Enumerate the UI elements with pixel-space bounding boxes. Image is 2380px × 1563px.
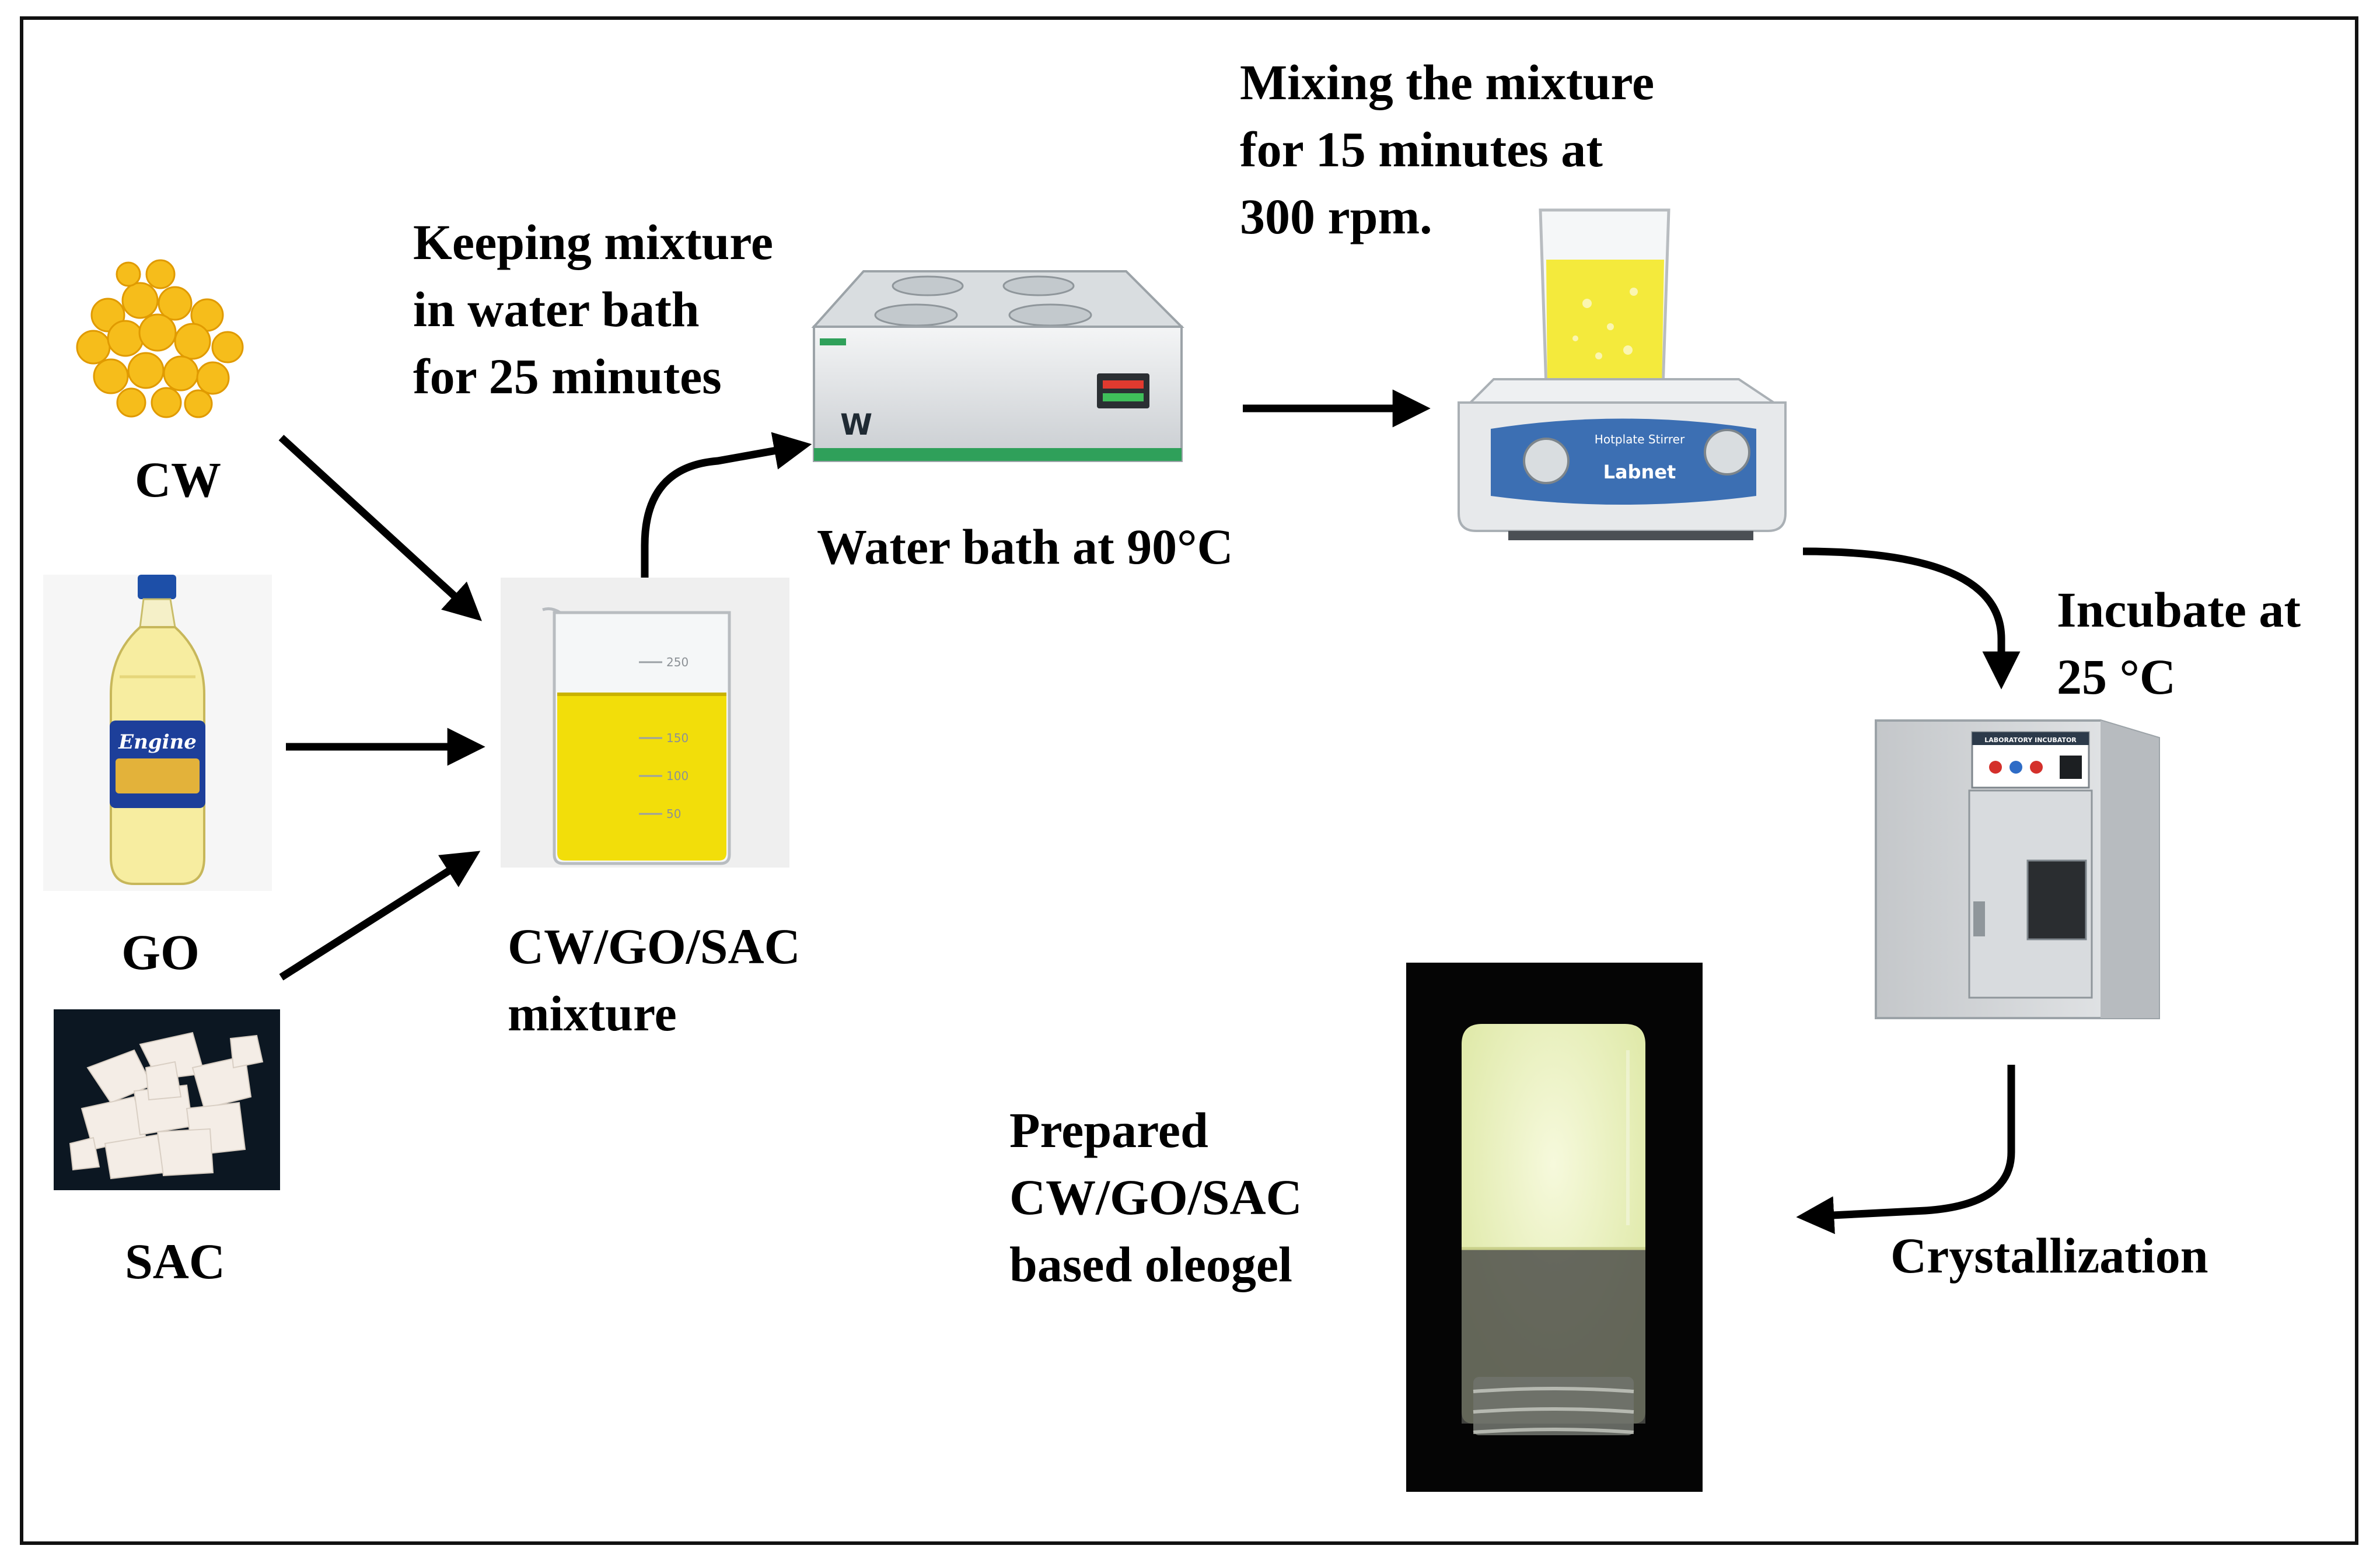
oleogel-vial-image bbox=[1406, 963, 1703, 1492]
arrow-mixture-to-water-bath bbox=[641, 432, 812, 578]
mixture-label: CW/GO/SAC mixture bbox=[508, 918, 801, 1041]
incubate-step-label: Incubate at 25 °C bbox=[2057, 582, 2301, 705]
water-bath-logo: W bbox=[840, 408, 872, 442]
go-label: GO bbox=[121, 924, 200, 980]
sac-flakes-image bbox=[54, 1009, 280, 1190]
bottle-brand: Engine bbox=[118, 730, 197, 754]
stirring-step-label: Mixing the mixture for 15 minutes at 300… bbox=[1240, 54, 1655, 244]
cw-pellets-image bbox=[64, 259, 257, 418]
hotplate-stirrer-image: Hotplate Stirrer Labnet bbox=[1458, 208, 1787, 540]
incubator-panel-label: LABORATORY INCUBATOR bbox=[1984, 736, 2077, 744]
water-bath-label: Water bath at 90°C bbox=[817, 519, 1233, 575]
crystallization-label: Crystallization bbox=[1890, 1228, 2208, 1284]
beaker-mark-250: 250 bbox=[666, 655, 689, 669]
cw-label: CW bbox=[134, 452, 222, 508]
arrow-sac-to-mixture bbox=[279, 851, 481, 981]
oleogel-product-label: Prepared CW/GO/SAC based oleogel bbox=[1009, 1102, 1302, 1292]
diagram-border bbox=[20, 16, 2358, 1545]
beaker-mark-50: 50 bbox=[666, 807, 681, 821]
stirrer-model: Hotplate Stirrer bbox=[1595, 432, 1685, 446]
beaker-mark-100: 100 bbox=[666, 769, 689, 783]
mixture-beaker-image: 250 150 100 50 bbox=[501, 578, 789, 868]
arrow-cw-to-mixture bbox=[278, 435, 482, 621]
arrow-stirrer-to-incubator bbox=[1802, 547, 2021, 690]
go-oil-bottle-image: Engine bbox=[43, 575, 272, 891]
incubator-image: LABORATORY INCUBATOR bbox=[1875, 719, 2160, 1019]
beaker-mark-150: 150 bbox=[666, 731, 689, 745]
water-bath-image: W bbox=[811, 270, 1184, 462]
water-bath-step-label: Keeping mixture in water bath for 25 min… bbox=[413, 214, 774, 404]
stirrer-brand: Labnet bbox=[1603, 461, 1676, 483]
sac-label: SAC bbox=[124, 1233, 226, 1289]
arrow-incubator-to-oleogel bbox=[1796, 1065, 2015, 1235]
